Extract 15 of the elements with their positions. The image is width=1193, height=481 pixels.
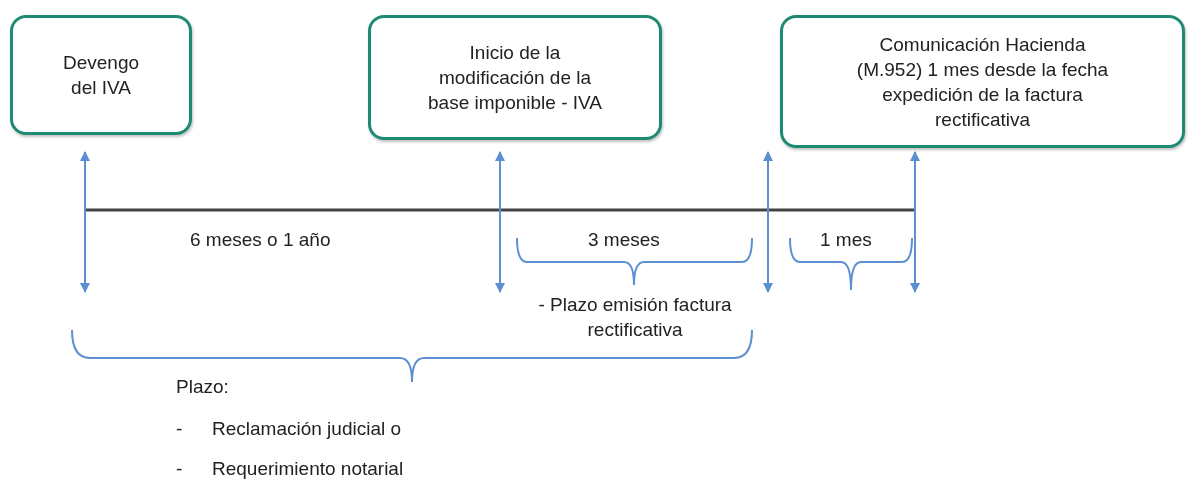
label-text: Plazo:: [176, 375, 229, 399]
label-text: Requerimiento notarial: [212, 457, 404, 481]
label-text: 6 meses o 1 año: [190, 228, 331, 252]
process-box: [368, 15, 662, 140]
label-text: Reclamación judicial o: [212, 417, 402, 441]
label-text: -: [176, 417, 183, 441]
box-text: Devengo del IVA: [61, 51, 141, 100]
box-text: Inicio de la modificación de la base imponible - IVA: [427, 41, 603, 115]
label-text: -: [176, 457, 183, 481]
label-text: 3 meses: [588, 228, 660, 252]
box-text: Comunicación Hacienda (M.952) 1 mes desde la fecha expedición de la factura rectificativa: [855, 32, 1110, 132]
label-text: - Plazo emisión factura rectificativa: [537, 293, 733, 342]
label-text: 1 mes: [820, 228, 872, 252]
process-box: [10, 15, 192, 135]
process-box: [780, 15, 1185, 148]
